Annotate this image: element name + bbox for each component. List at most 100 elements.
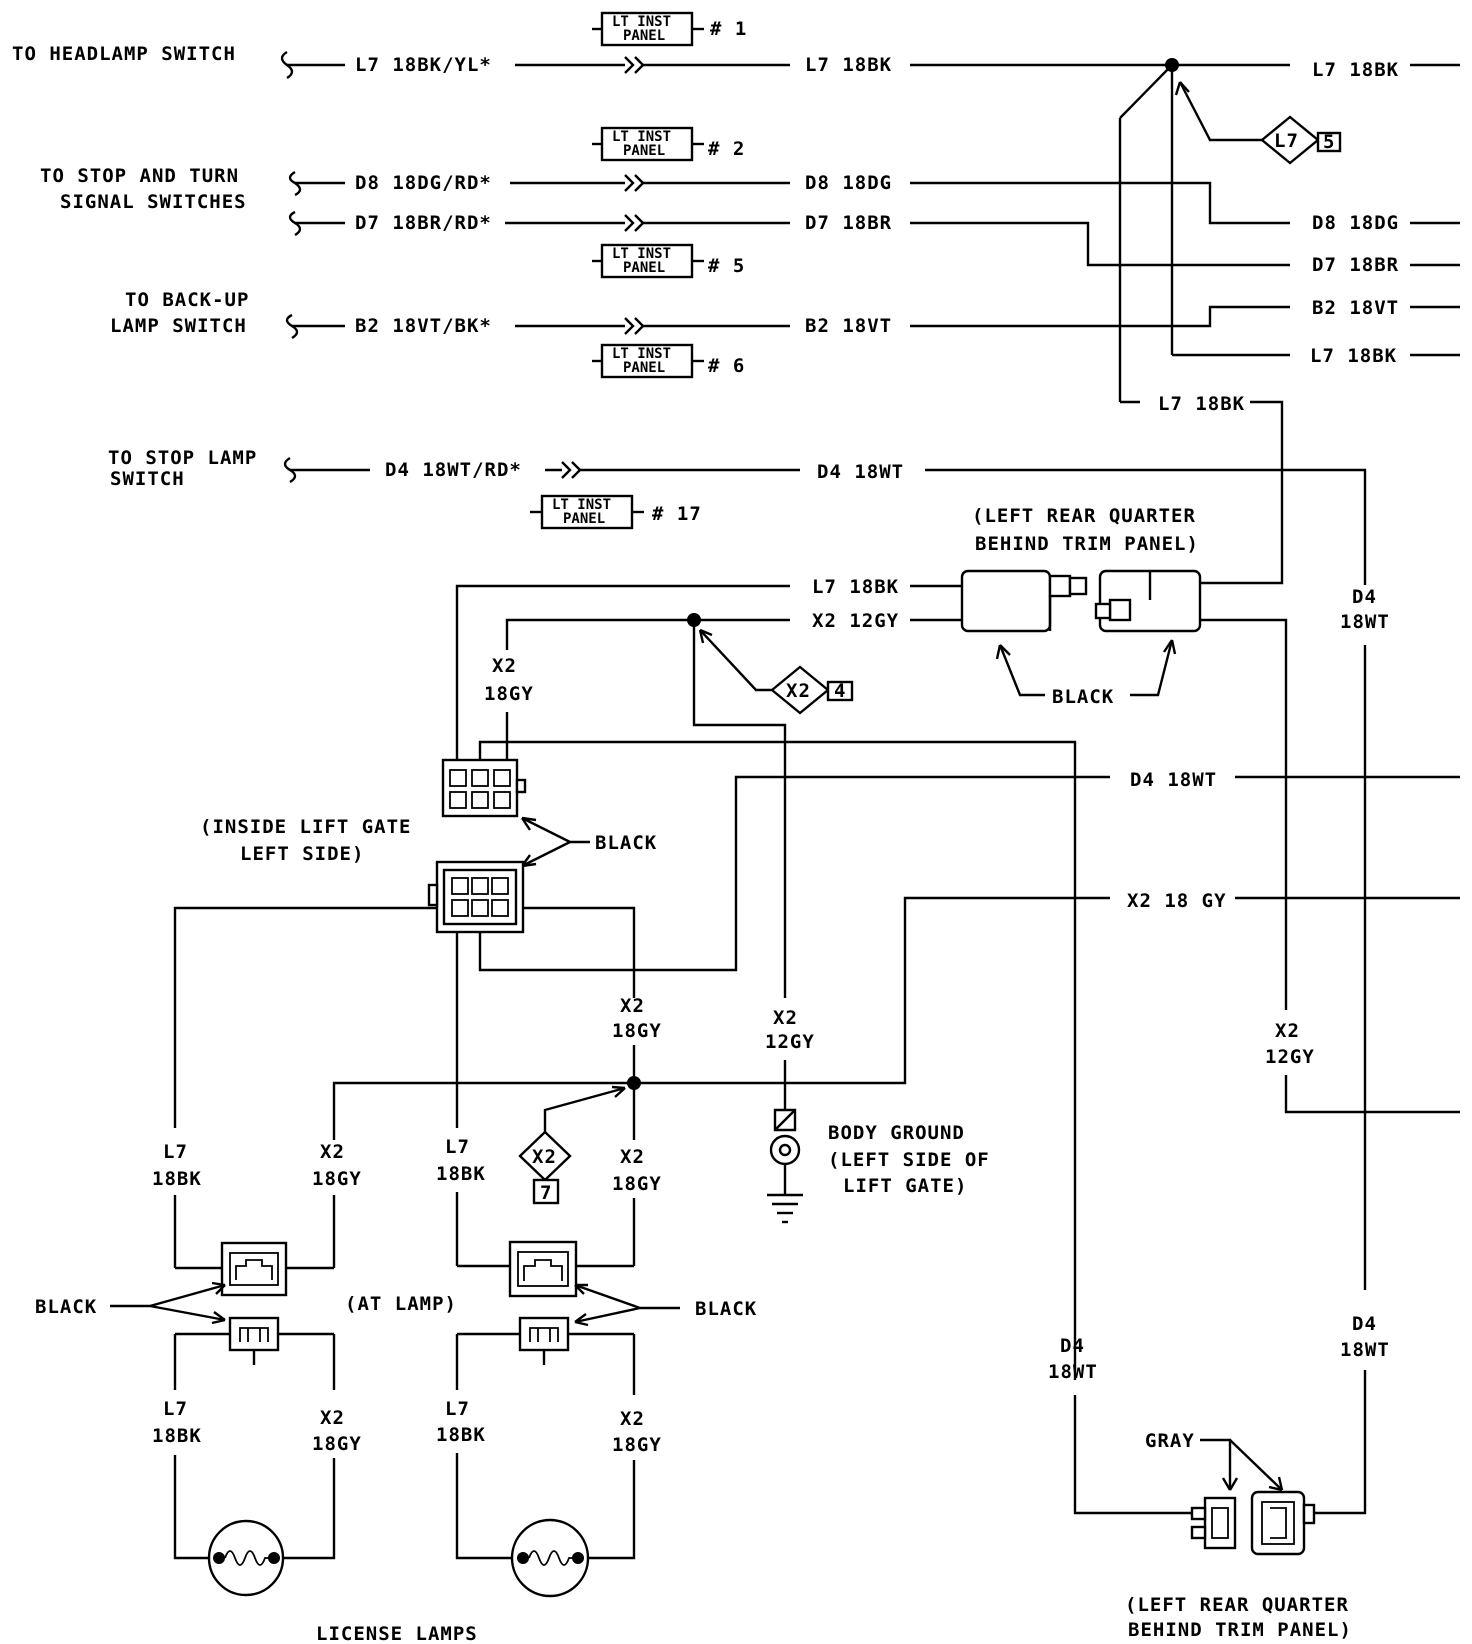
wire-label-l7-lamp2: L7	[445, 1136, 470, 1158]
wire-label-x2-18gy-2: X2	[620, 995, 645, 1017]
svg-text:5: 5	[1323, 131, 1335, 153]
splice-ref-l7-5: L7 5	[1174, 81, 1342, 165]
connector-symbol	[624, 56, 645, 74]
license-lamp-right-icon	[510, 1518, 590, 1598]
wire-label-l7-lamp2-lower-gauge: 18BK	[436, 1424, 486, 1446]
lt-inst-panel-2: LT INST PANEL # 2	[592, 126, 745, 162]
wire-label-d8-source: D8 18DG/RD*	[355, 172, 492, 194]
wire-label-x2-18gy-right: X2 18 GY	[1127, 890, 1227, 912]
wire-label-l7-lamp1-lower-gauge: 18BK	[152, 1425, 202, 1447]
connector-lift-gate-lower	[427, 860, 525, 934]
wire-label-d4-right-top: D4	[1352, 586, 1377, 608]
wire-label-x2-18gy-1-gauge: 18GY	[484, 683, 534, 705]
label-black-liftgate: BLACK	[595, 832, 657, 854]
lt-inst-panel-5: LT INST PANEL # 5	[592, 243, 745, 279]
label-black-top: BLACK	[1052, 686, 1114, 708]
wire-label-d4-bottom-right-gauge: 18WT	[1340, 1339, 1390, 1361]
wire-label-b2-mid: B2 18VT	[805, 315, 892, 337]
connector-gray-left	[1190, 1496, 1237, 1550]
wire-label-d7-source: D7 18BR/RD*	[355, 212, 492, 234]
label-at-lamp: (AT LAMP)	[345, 1293, 457, 1315]
connector-lamp1-upper	[220, 1241, 288, 1297]
wire-label-x2-12gy-ground: X2	[773, 1007, 798, 1029]
wire-label-b2-source: B2 18VT/BK*	[355, 315, 492, 337]
label-liftgate-1: (INSIDE LIFT GATE	[200, 816, 411, 838]
source-backup-1: TO BACK-UP	[125, 289, 249, 311]
label-license-lamps: LICENSE LAMPS	[316, 1623, 478, 1644]
label-black-lamp2: BLACK	[695, 1298, 757, 1320]
wire-label-l7-lamp1-gauge: 18BK	[152, 1168, 202, 1190]
wire-label-l7-source: L7 18BK/YL*	[355, 54, 492, 76]
wire-label-x2-18gy-2-gauge: 18GY	[612, 1020, 662, 1042]
connector-lamp2-lower	[518, 1316, 570, 1365]
wire-label-d4-right-top-gauge: 18WT	[1340, 611, 1390, 633]
svg-text:4: 4	[834, 680, 846, 702]
wire-label-l7-lamp2-lower: L7	[445, 1398, 470, 1420]
svg-text:LT INST: LT INST	[612, 346, 671, 362]
wire-label-l7-lamp1-lower: L7	[163, 1398, 188, 1420]
connector-lift-gate-upper	[441, 758, 527, 818]
body-ground-symbol	[767, 1100, 803, 1224]
wire-label-d7-right: D7 18BR	[1312, 254, 1399, 276]
lrq-bottom-label-2: BEHIND TRIM PANEL)	[1128, 1619, 1352, 1641]
svg-text:PANEL: PANEL	[623, 260, 665, 276]
svg-text:LT INST: LT INST	[612, 129, 671, 145]
svg-text:LT INST: LT INST	[612, 246, 671, 262]
wire-label-d8-mid: D8 18DG	[805, 172, 892, 194]
wire-label-x2-lamp1-lower: X2	[320, 1407, 345, 1429]
wire-label-connector-x2: X2 12GY	[812, 610, 899, 632]
svg-text:# 6: # 6	[708, 355, 745, 377]
wire-label-d4-bottom-right: D4	[1352, 1313, 1377, 1335]
wire-label-x2-lamp2: X2	[620, 1146, 645, 1168]
source-stop-turn-2: SIGNAL SWITCHES	[60, 191, 247, 213]
license-lamp-left-icon	[207, 1519, 285, 1597]
svg-text:LT INST: LT INST	[612, 14, 671, 30]
svg-text:PANEL: PANEL	[623, 28, 665, 44]
wire-label-x2-lamp1: X2	[320, 1141, 345, 1163]
svg-text:PANEL: PANEL	[623, 143, 665, 159]
lrq-bottom-label-1: (LEFT REAR QUARTER	[1125, 1594, 1349, 1616]
wire-label-b2-right: B2 18VT	[1312, 297, 1399, 319]
svg-text:LT INST: LT INST	[552, 497, 611, 513]
inline-connector-left-rear-quarter	[960, 569, 1202, 633]
wire-label-l7-right-2: L7 18BK	[1310, 345, 1397, 367]
svg-text:# 2: # 2	[708, 138, 745, 160]
wire-label-d7-mid: D7 18BR	[805, 212, 892, 234]
source-headlamp: TO HEADLAMP SWITCH	[12, 43, 236, 65]
wire-label-x2-12gy-ground-gauge: 12GY	[765, 1031, 815, 1053]
wire-label-d4-bottom-left-gauge: 18WT	[1048, 1361, 1098, 1383]
wire-label-l7-mid: L7 18BK	[805, 54, 892, 76]
wire-label-d4-source: D4 18WT/RD*	[385, 459, 522, 481]
wire-label-x2-lamp2-gauge: 18GY	[612, 1173, 662, 1195]
label-gray: GRAY	[1145, 1430, 1195, 1452]
splice-ref-x2-4: X2 4	[698, 628, 854, 715]
label-body-ground-3: LIFT GATE)	[843, 1175, 967, 1197]
svg-text:PANEL: PANEL	[623, 360, 665, 376]
lrq-top-label-1: (LEFT REAR QUARTER	[972, 505, 1196, 527]
wire-label-x2-18gy-1: X2	[492, 655, 517, 677]
source-stop-turn-1: TO STOP AND TURN	[40, 165, 239, 187]
svg-text:# 1: # 1	[710, 18, 747, 40]
wire-label-d4-bottom-left: D4	[1060, 1335, 1085, 1357]
wire-label-l7-riser: L7 18BK	[1158, 393, 1245, 415]
wire-label-l7-lamp2-gauge: 18BK	[436, 1163, 486, 1185]
source-stoplamp-2: SWITCH	[110, 468, 185, 490]
lt-inst-panel-17: LT INST PANEL # 17	[530, 494, 702, 530]
lrq-top-label-2: BEHIND TRIM PANEL)	[975, 533, 1199, 555]
wire-label-d4-right-mid: D4 18WT	[1130, 769, 1217, 791]
svg-text:PANEL: PANEL	[563, 511, 605, 527]
lt-inst-panel-1: LT INST PANEL # 1	[592, 11, 747, 47]
wire-label-x2-lamp1-gauge: 18GY	[312, 1168, 362, 1190]
wire-label-x2-12gy-right: X2	[1275, 1020, 1300, 1042]
lt-inst-panel-6: LT INST PANEL # 6	[592, 343, 745, 379]
svg-text:X2: X2	[786, 680, 811, 702]
wire-label-x2-lamp1-lower-gauge: 18GY	[312, 1433, 362, 1455]
svg-text:# 5: # 5	[708, 255, 745, 277]
wire-label-d4-mid: D4 18WT	[817, 461, 904, 483]
wire-label-d8-right: D8 18DG	[1312, 212, 1399, 234]
connector-lamp2-upper	[508, 1240, 578, 1298]
svg-text:L7: L7	[1274, 130, 1299, 152]
svg-text:# 17: # 17	[652, 503, 702, 525]
svg-text:X2: X2	[532, 1146, 557, 1168]
